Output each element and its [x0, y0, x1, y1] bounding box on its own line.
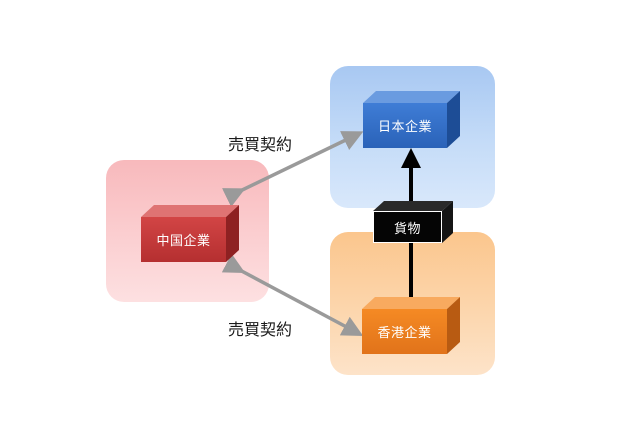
box-top-face [363, 91, 460, 103]
hongkong-company-label: 香港企業 [362, 309, 447, 354]
japan-company-label: 日本企業 [363, 103, 447, 148]
contract-arrow-china-hongkong [221, 253, 364, 336]
contract-label-hongkong: 売買契約 [228, 320, 293, 339]
contract-label-japan: 売買契約 [228, 135, 293, 154]
china-company-box: 中国企業 [141, 205, 239, 262]
box-top-face [362, 297, 460, 309]
box-side-face [226, 205, 239, 262]
box-side-face [442, 201, 453, 243]
box-top-face [373, 201, 453, 211]
box-side-face [447, 297, 460, 354]
goods-label: 貨物 [373, 211, 442, 243]
box-top-face [141, 205, 239, 217]
contract-arrow-china-japan [221, 131, 364, 208]
box-side-face [447, 91, 460, 148]
japan-company-box: 日本企業 [363, 91, 460, 148]
goods-box: 貨物 [373, 201, 453, 243]
china-company-label: 中国企業 [141, 217, 226, 262]
hongkong-company-box: 香港企業 [362, 297, 460, 354]
